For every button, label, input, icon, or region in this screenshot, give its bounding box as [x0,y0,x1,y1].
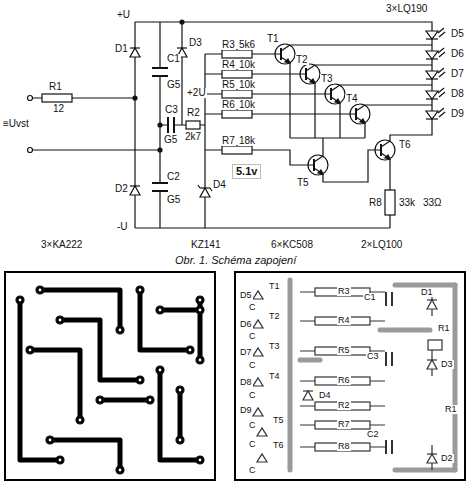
pcb-label: T1 [268,282,281,291]
component-label: R3 [221,40,236,50]
component-label: R5 [221,80,236,90]
pcb-label: D2 [440,454,454,463]
pcb-label: D8 [239,378,253,387]
component-label: R2 [186,108,201,118]
pcb-label: R4 [337,316,351,325]
pcb-label: R8 [337,442,351,451]
pcb-label: T5 [272,416,285,425]
pcb-label: T2 [268,312,281,321]
pcb-label: C [248,361,257,370]
pcb-label: C [248,421,257,430]
component-label: R8 [368,198,383,208]
pcb-label: R1 [437,324,451,333]
component-label: D6 [450,49,465,59]
component-label: D2 [114,184,129,194]
component-label: D5 [450,29,465,39]
component-label: T1 [266,34,280,44]
pcb-label: D3 [440,360,454,369]
pcb-label: C [248,440,257,449]
component-label: 5k6 [238,40,256,50]
pcb-label: R5 [337,346,351,355]
pcb-label: C [248,391,257,400]
component-label: C1 [166,54,181,64]
pcb-label: C [248,332,257,341]
component-label: 2k7 [184,132,202,142]
component-label: 5.1v [232,164,261,179]
component-label: 10k [238,80,256,90]
component-label: D9 [450,109,465,119]
component-label: D4 [212,180,227,190]
component-label: D7 [450,69,465,79]
component-label: G5 [163,135,178,145]
pcb-label: D5 [239,291,253,300]
component-label: 12 [52,104,65,114]
component-label: 18k [238,136,256,146]
component-label: 33k [398,198,416,208]
component-label: C3 [164,105,179,115]
component-label: T4 [345,94,359,104]
component-label: 10k [238,100,256,110]
pcb-label: D4 [318,391,332,400]
component-label: 33Ω [422,198,443,208]
component-label: R4 [221,60,236,70]
pcb-label: D9 [239,406,253,415]
pcb-label: T3 [268,342,281,351]
pcb-label: T4 [268,372,281,381]
component-label: T5 [296,178,310,188]
pcb-label: D7 [239,348,253,357]
component-label: T2 [295,55,309,65]
component-label: 3×KA222 [40,240,83,250]
component-label: R6 [221,100,236,110]
pcb-label: C [248,303,257,312]
component-label: G5 [166,80,181,90]
component-label: 2×LQ100 [360,240,403,250]
component-label: 6×KC508 [270,240,314,250]
pcb-label: R3 [337,287,351,296]
component-label: D1 [114,44,129,54]
pcb-label: D6 [239,320,253,329]
component-label: T3 [320,74,334,84]
component-label: ≡Uvst [2,119,30,129]
pcb-label: C2 [366,430,380,439]
component-label: -U [116,222,129,232]
component-label: D8 [450,89,465,99]
component-label: +U [116,10,131,20]
pcb-label: C [248,466,257,475]
pcb-label: R2 [337,401,351,410]
component-label: R7 [221,136,236,146]
component-label: R1 [48,82,63,92]
component-label: KZ141 [190,240,221,250]
figure-caption: Obr. 1. Schéma zapojení [174,255,297,266]
component-label: T6 [398,140,412,150]
pcb-label: R6 [337,376,351,385]
pcb-label: D1 [420,288,434,297]
component-label: 3×LQ190 [385,4,428,14]
component-label: C2 [166,172,181,182]
component-label: G5 [166,195,181,205]
component-label: 10k [238,60,256,70]
pcb-label: C1 [363,293,377,302]
component-label: +2U [186,88,207,98]
pcb-label: T6 [272,441,285,450]
pcb-label: R1 [444,405,458,414]
component-label: D3 [188,38,203,48]
pcb-label: R7 [337,420,351,429]
pcb-label: C3 [366,352,380,361]
